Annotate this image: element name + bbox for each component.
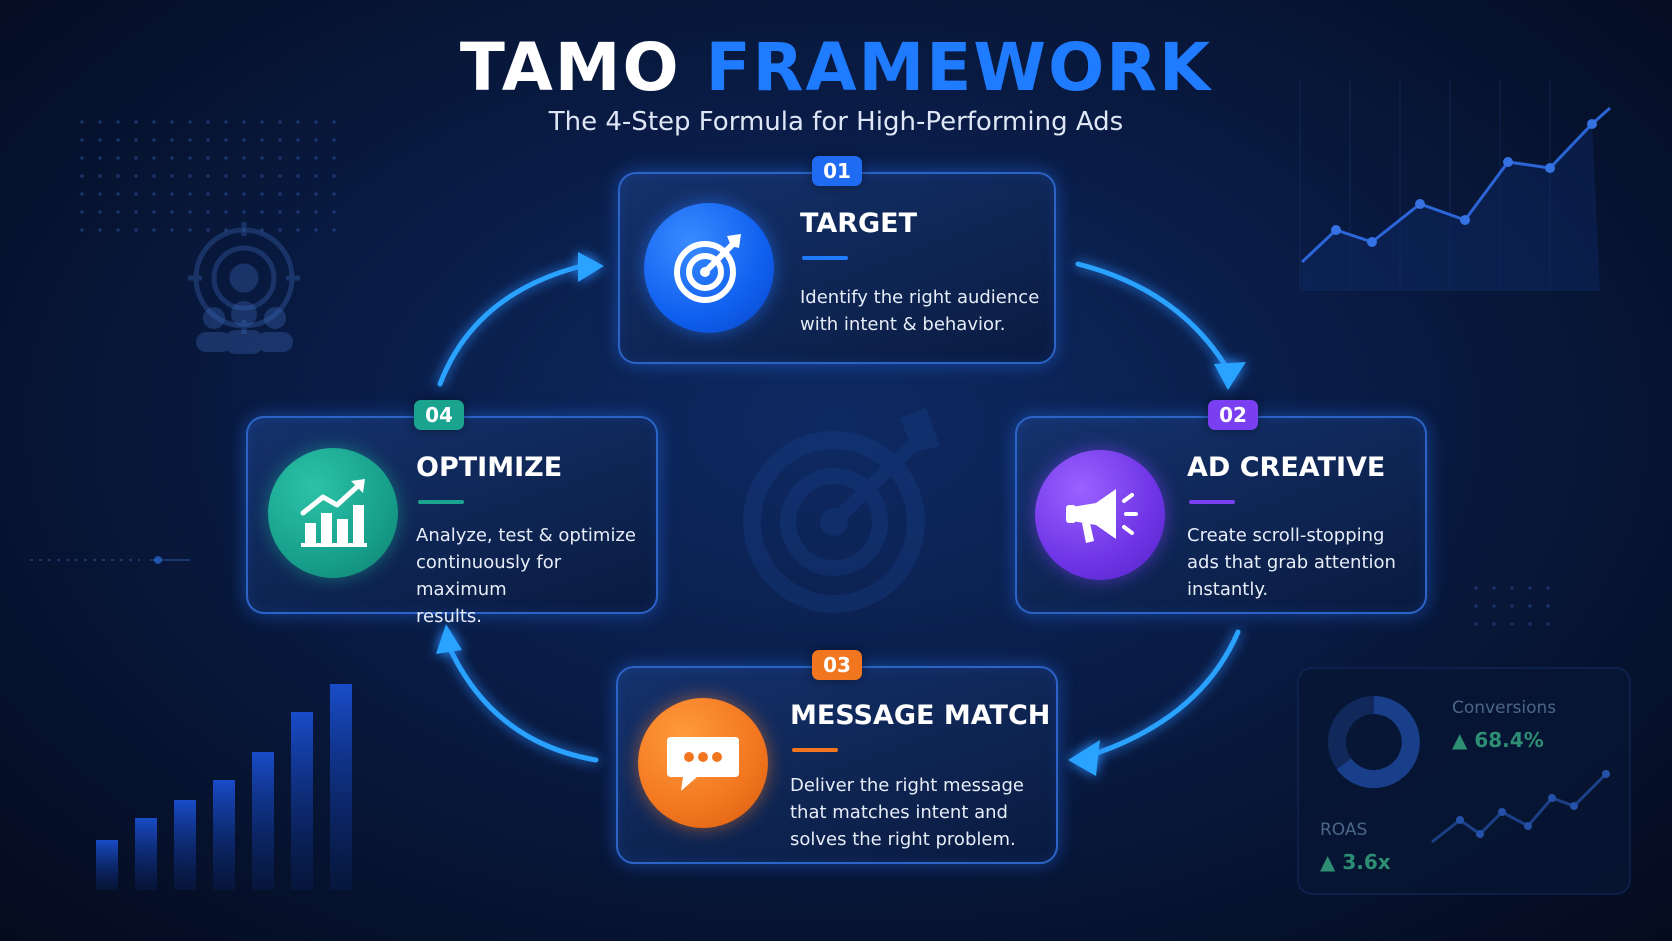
step-card-optimize: OPTIMIZE Analyze, test & optimize contin…: [246, 416, 658, 627]
title-part-two: FRAMEWORK: [705, 29, 1213, 106]
step-description-target: Identify the right audience with intent …: [800, 287, 1040, 335]
growth-chart-icon: [300, 479, 367, 547]
step-badge-04: 04: [414, 400, 464, 430]
arrowhead-target: [578, 252, 604, 282]
conversions-value: ▲ 68.4%: [1452, 728, 1544, 752]
analytics-widget-panel: [1297, 667, 1631, 895]
people-icon: [196, 301, 293, 354]
step-underline-message-match: [792, 748, 838, 752]
step-description-message-match: Deliver the right message that matches i…: [790, 775, 1024, 850]
audience-target-icon: [188, 222, 300, 334]
message-match-icon-circle: [638, 698, 768, 828]
step-title-target: TARGET: [800, 208, 918, 239]
step-underline-ad-creative: [1189, 500, 1235, 504]
page-title: TAMO FRAMEWORK: [0, 28, 1672, 108]
arrow-to-target: [437, 261, 593, 387]
megaphone-icon: [1066, 489, 1138, 543]
title-part-one: TAMO: [459, 29, 681, 106]
step-underline-target: [802, 256, 848, 260]
dot-grid-right: [1474, 586, 1550, 626]
step-card-target: TARGET Identify the right audience with …: [618, 172, 1056, 364]
arrowhead-message-match: [1068, 740, 1100, 776]
step-badge-02: 02: [1208, 400, 1258, 430]
target-arrow-icon: [674, 234, 741, 303]
roas-label: ROAS: [1320, 820, 1368, 840]
step-badge-01: 01: [812, 156, 862, 186]
step-description-ad-creative: Create scroll-stopping ads that grab att…: [1187, 525, 1396, 600]
decorative-bar-chart: [96, 684, 352, 890]
arrowhead-ad-creative: [1214, 362, 1246, 390]
step-title-message-match: MESSAGE MATCH: [790, 700, 1051, 731]
step-title-ad-creative: AD CREATIVE: [1187, 452, 1386, 483]
conversions-label: Conversions: [1452, 698, 1557, 718]
arrow-to-ad-creative: [1075, 261, 1231, 373]
step-title-optimize: OPTIMIZE: [416, 452, 563, 483]
step-underline-optimize: [418, 500, 464, 504]
center-target-icon: [743, 408, 940, 613]
ad-creative-icon-circle: [1035, 450, 1165, 580]
chat-bubble-icon: [667, 737, 739, 791]
page-subtitle: The 4-Step Formula for High-Performing A…: [548, 107, 1124, 137]
step-badge-03: 03: [812, 650, 862, 680]
roas-value: ▲ 3.6x: [1320, 850, 1391, 874]
step-card-ad-creative: AD CREATIVE Create scroll-stopping ads t…: [1015, 416, 1427, 614]
arrowhead-optimize: [436, 624, 462, 654]
arrow-to-message-match: [1085, 629, 1241, 759]
target-icon-circle: [644, 203, 774, 333]
step-card-message-match: MESSAGE MATCH Deliver the right message …: [616, 666, 1058, 864]
step-description-optimize: Analyze, test & optimize continuously fo…: [416, 525, 636, 627]
optimize-icon-circle: [268, 448, 398, 578]
decorative-line-chart: [1299, 80, 1611, 291]
arrow-to-optimize: [443, 637, 599, 763]
cycle-arrows: [437, 261, 1241, 763]
dot-grid-left: [80, 120, 336, 232]
